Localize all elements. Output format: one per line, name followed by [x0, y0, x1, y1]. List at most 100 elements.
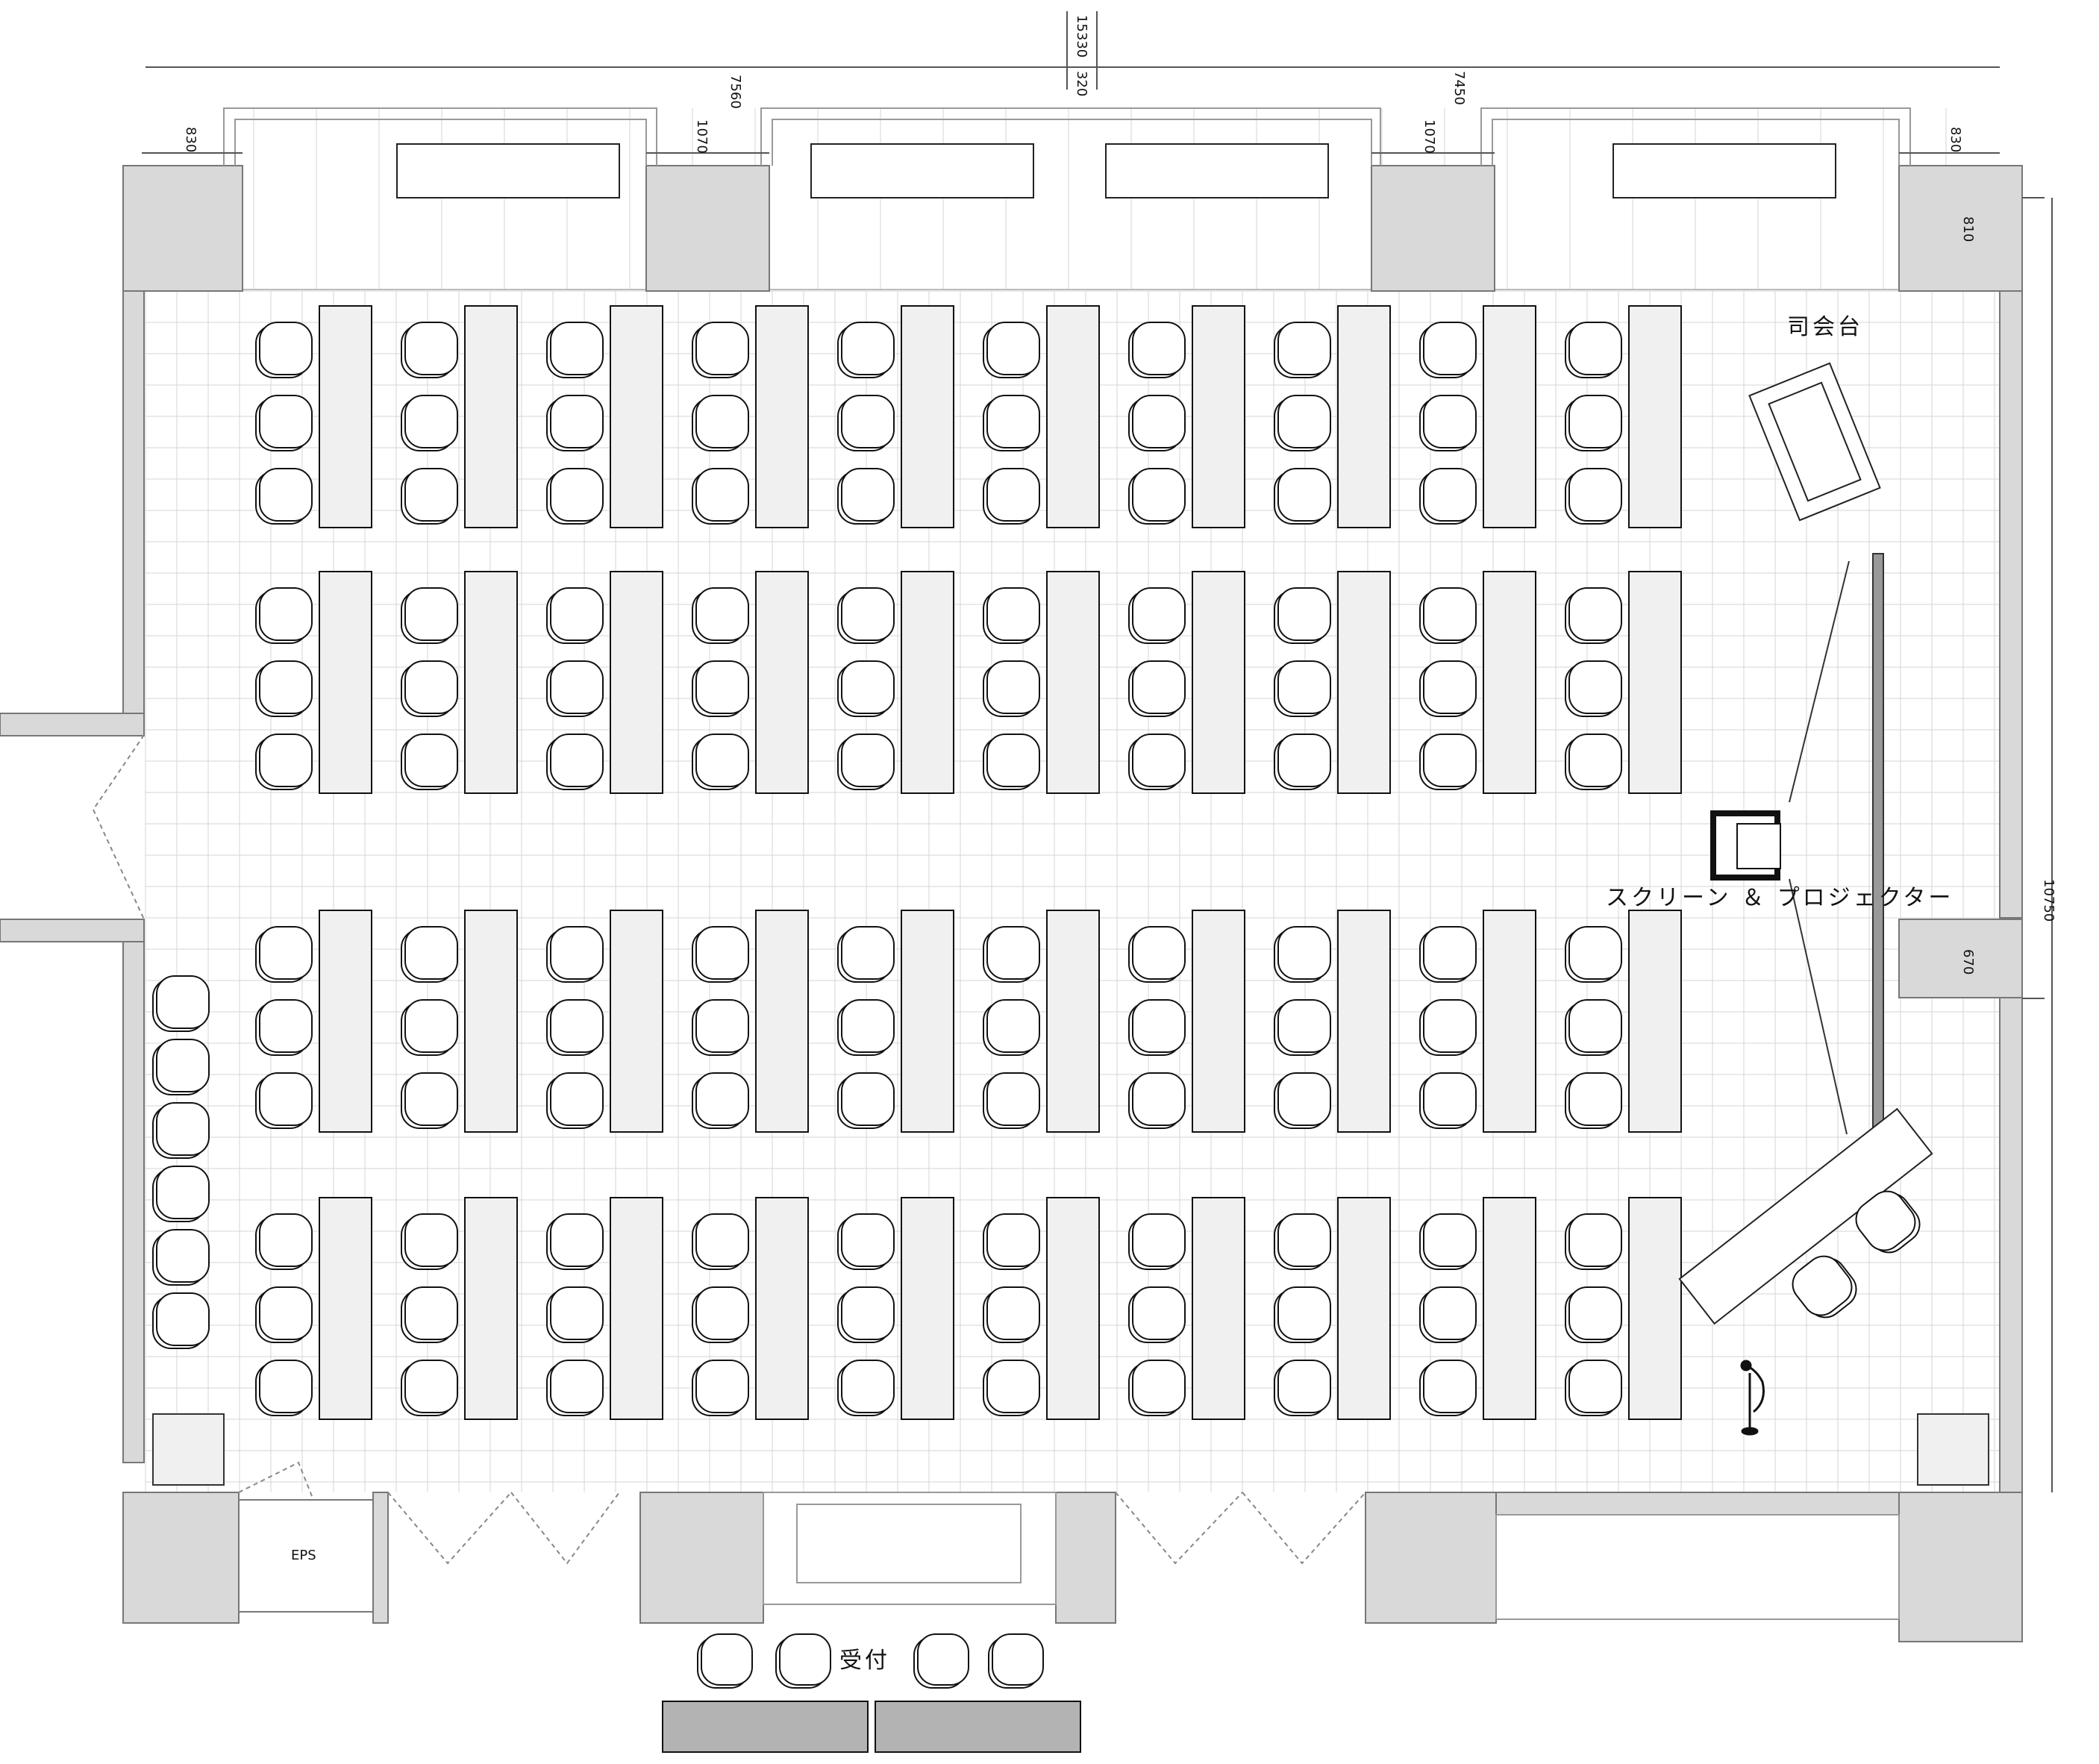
- reception-table: [875, 1701, 1081, 1753]
- classroom-table: [610, 571, 663, 794]
- chair: [1128, 734, 1186, 790]
- chair: [692, 1072, 749, 1129]
- chair: [401, 587, 458, 644]
- chair: [1274, 587, 1331, 644]
- chair: [692, 1286, 749, 1343]
- classroom-table: [1483, 910, 1536, 1133]
- chair: [255, 1213, 313, 1270]
- chair: [401, 1286, 458, 1343]
- chair: [1274, 660, 1331, 717]
- chair: [1855, 1190, 1921, 1254]
- chair: [697, 1633, 753, 1689]
- chair: [1419, 926, 1477, 983]
- dim-left-bay: 1070: [694, 119, 710, 154]
- classroom-table: [1483, 1197, 1536, 1420]
- reception-area: [662, 1633, 1081, 1753]
- chair: [152, 1229, 210, 1286]
- chair: [837, 1213, 895, 1270]
- chair: [983, 1072, 1040, 1129]
- chair: [692, 322, 749, 378]
- classroom-table: [1046, 571, 1100, 794]
- dim-lower-pillar: 670: [1960, 949, 1976, 975]
- classroom-table: [1192, 571, 1245, 794]
- classroom-table: [1192, 910, 1245, 1133]
- classroom-table: [1192, 1197, 1245, 1420]
- projection-line-top: [1789, 560, 1850, 803]
- chair: [255, 734, 313, 790]
- classroom-table: [1046, 305, 1100, 528]
- chair: [983, 468, 1040, 525]
- eps-room: [238, 1499, 374, 1613]
- chair: [546, 1360, 604, 1416]
- chair: [1128, 1286, 1186, 1343]
- chair: [255, 468, 313, 525]
- chair: [546, 1072, 604, 1129]
- dim-left-span: 7560: [728, 75, 743, 109]
- chair: [1128, 1360, 1186, 1416]
- classroom-table: [610, 910, 663, 1133]
- chair: [1565, 660, 1622, 717]
- chair: [1128, 660, 1186, 717]
- mc-podium-label: 司会台: [1787, 314, 1863, 340]
- chair: [837, 734, 895, 790]
- chair: [401, 1360, 458, 1416]
- chair: [1565, 587, 1622, 644]
- window-tables: [396, 143, 1836, 198]
- chair: [775, 1633, 831, 1689]
- chair: [401, 1072, 458, 1129]
- chair: [988, 1633, 1044, 1689]
- pillar-top-right: [1898, 165, 2023, 292]
- chair: [983, 999, 1040, 1056]
- chair: [546, 734, 604, 790]
- chair: [546, 1286, 604, 1343]
- chair: [692, 926, 749, 983]
- chair: [983, 660, 1040, 717]
- chair: [1128, 1072, 1186, 1129]
- doors: [92, 734, 1366, 1565]
- classroom-table: [901, 910, 954, 1133]
- chair: [983, 1360, 1040, 1416]
- chair: [401, 322, 458, 378]
- classroom-table: [319, 910, 372, 1133]
- classroom-table: [1628, 305, 1682, 528]
- chair: [401, 660, 458, 717]
- chair: [255, 999, 313, 1056]
- classroom-table: [464, 910, 518, 1133]
- chair: [837, 660, 895, 717]
- chair: [152, 1166, 210, 1222]
- reception-table: [662, 1701, 869, 1753]
- window-table: [1612, 143, 1836, 198]
- chair: [983, 395, 1040, 451]
- chair: [546, 999, 604, 1056]
- chair: [546, 395, 604, 451]
- classroom-table: [464, 305, 518, 528]
- chair: [983, 322, 1040, 378]
- dim-right-span: 7450: [1451, 71, 1467, 105]
- chair: [1128, 322, 1186, 378]
- walls: [0, 165, 2023, 1642]
- classroom-table: [319, 571, 372, 794]
- chair: [401, 395, 458, 451]
- chair: [837, 395, 895, 451]
- chair: [983, 1286, 1040, 1343]
- window-table: [396, 143, 620, 198]
- eps-label: EPS: [291, 1548, 316, 1563]
- chair: [546, 660, 604, 717]
- pillar-top-center-right: [1371, 165, 1495, 292]
- classroom-table: [901, 305, 954, 528]
- chair: [152, 1102, 210, 1159]
- chair: [1419, 999, 1477, 1056]
- chair: [1419, 660, 1477, 717]
- chair: [837, 926, 895, 983]
- classroom-table: [1628, 571, 1682, 794]
- dim-right-edge: 830: [1948, 127, 1963, 152]
- chair: [401, 1213, 458, 1270]
- chair: [692, 999, 749, 1056]
- chair: [983, 926, 1040, 983]
- chair: [837, 999, 895, 1056]
- chair: [255, 1286, 313, 1343]
- chair: [1565, 999, 1622, 1056]
- classroom-table: [319, 1197, 372, 1420]
- chair: [255, 395, 313, 451]
- chair: [1128, 926, 1186, 983]
